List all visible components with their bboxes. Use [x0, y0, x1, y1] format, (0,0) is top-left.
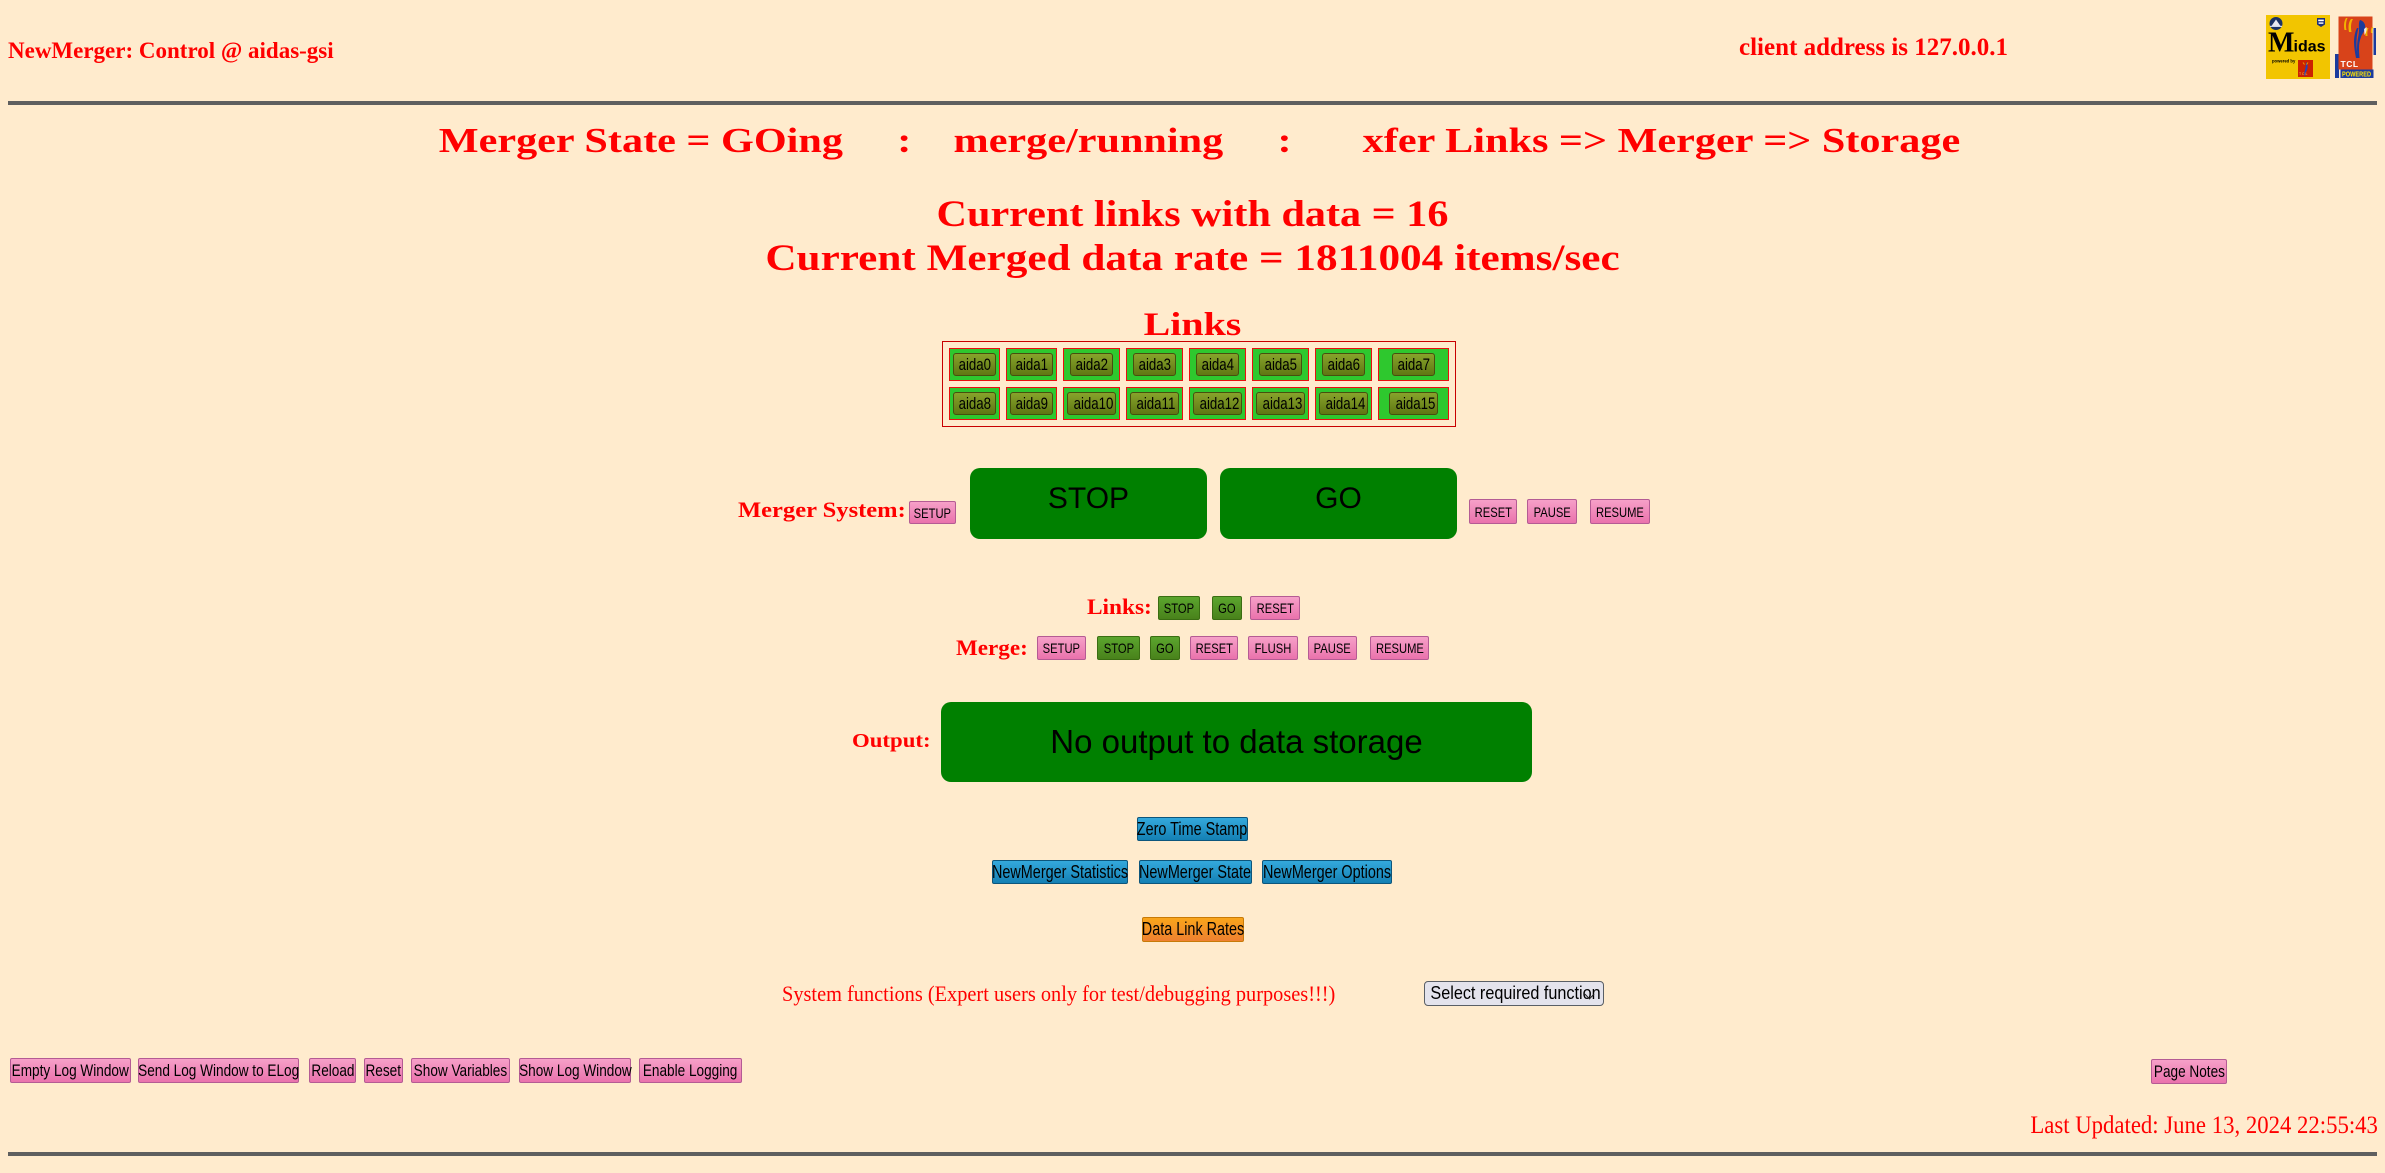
svg-text:M: M — [2268, 28, 2294, 59]
svg-text:POWERED: POWERED — [2342, 70, 2371, 79]
svg-text:powered by: powered by — [2272, 59, 2296, 64]
svg-text:TCL: TCL — [2341, 59, 2359, 69]
svg-text:idas: idas — [2294, 39, 2326, 56]
svg-text:T C L: T C L — [2299, 72, 2308, 76]
